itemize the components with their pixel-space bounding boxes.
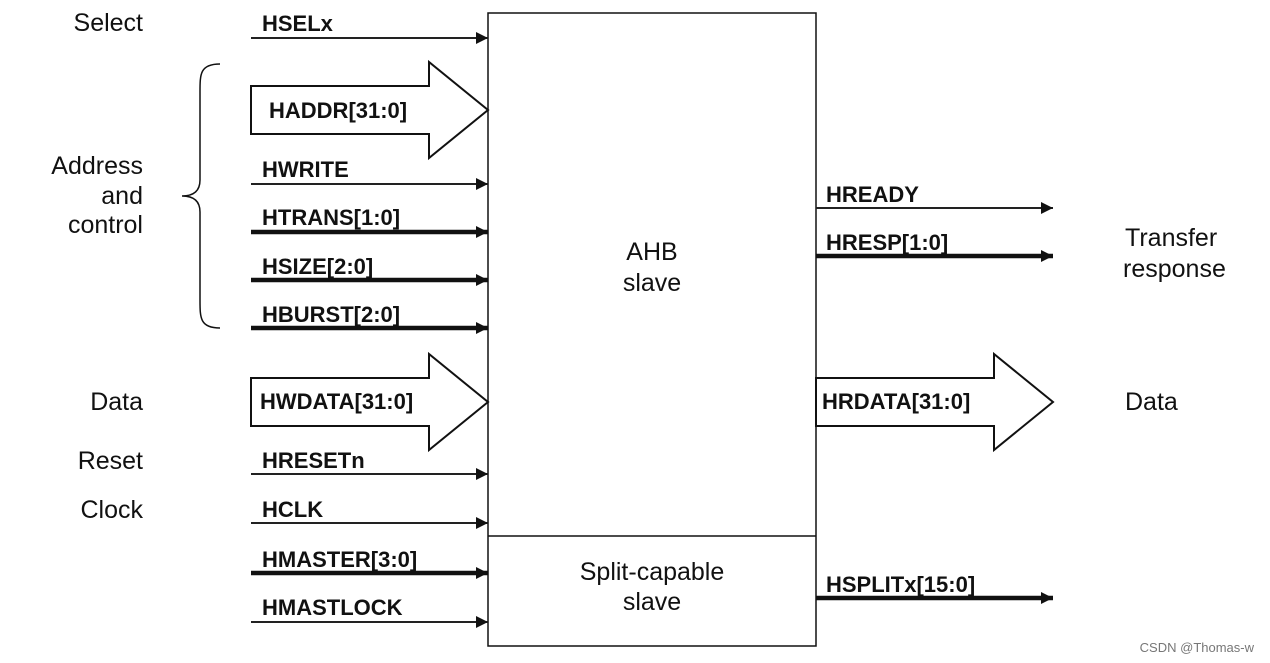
hsel-label: HSELx bbox=[262, 11, 334, 36]
watermark-text: CSDN @Thomas-w bbox=[1140, 640, 1255, 655]
hsize-label: HSIZE[2:0] bbox=[262, 254, 373, 279]
hresetn-label: HRESETn bbox=[262, 448, 365, 473]
hwdata-label: HWDATA[31:0] bbox=[260, 389, 413, 414]
hsplit-label: HSPLITx[15:0] bbox=[826, 572, 975, 597]
hready-label: HREADY bbox=[826, 182, 919, 207]
address-control-brace bbox=[181, 63, 221, 329]
haddr-label: HADDR[31:0] bbox=[269, 98, 407, 123]
ahb-slave-label-line1: AHB bbox=[626, 238, 677, 266]
reset-group-label: Reset bbox=[78, 447, 143, 475]
hclk-label: HCLK bbox=[262, 497, 323, 522]
ahb-slave-block bbox=[487, 12, 817, 647]
address-group-label-line2: and bbox=[101, 182, 143, 210]
split-capable-label-line2: slave bbox=[623, 588, 681, 616]
hrdata-label: HRDATA[31:0] bbox=[822, 389, 970, 414]
data-out-group-label: Data bbox=[1125, 388, 1178, 416]
hmaster-label: HMASTER[3:0] bbox=[262, 547, 417, 572]
hwdata-bus-arrow bbox=[250, 351, 490, 453]
clock-group-label: Clock bbox=[80, 496, 143, 524]
transfer-response-label-line1: Transfer bbox=[1125, 224, 1217, 252]
select-group-label: Select bbox=[74, 9, 144, 37]
split-capable-label-line1: Split-capable bbox=[580, 558, 725, 586]
htrans-label: HTRANS[1:0] bbox=[262, 205, 400, 230]
hresp-label: HRESP[1:0] bbox=[826, 230, 948, 255]
haddr-bus-arrow bbox=[250, 59, 490, 161]
address-group-label-line1: Address bbox=[51, 152, 143, 180]
hmastlock-label: HMASTLOCK bbox=[262, 595, 403, 620]
address-group-label-line3: control bbox=[68, 211, 143, 239]
data-in-group-label: Data bbox=[90, 388, 143, 416]
transfer-response-label-line2: response bbox=[1123, 255, 1226, 283]
hwrite-label: HWRITE bbox=[262, 157, 349, 182]
hrdata-bus-arrow bbox=[815, 351, 1055, 453]
hburst-label: HBURST[2:0] bbox=[262, 302, 400, 327]
ahb-slave-label-line2: slave bbox=[623, 269, 681, 297]
